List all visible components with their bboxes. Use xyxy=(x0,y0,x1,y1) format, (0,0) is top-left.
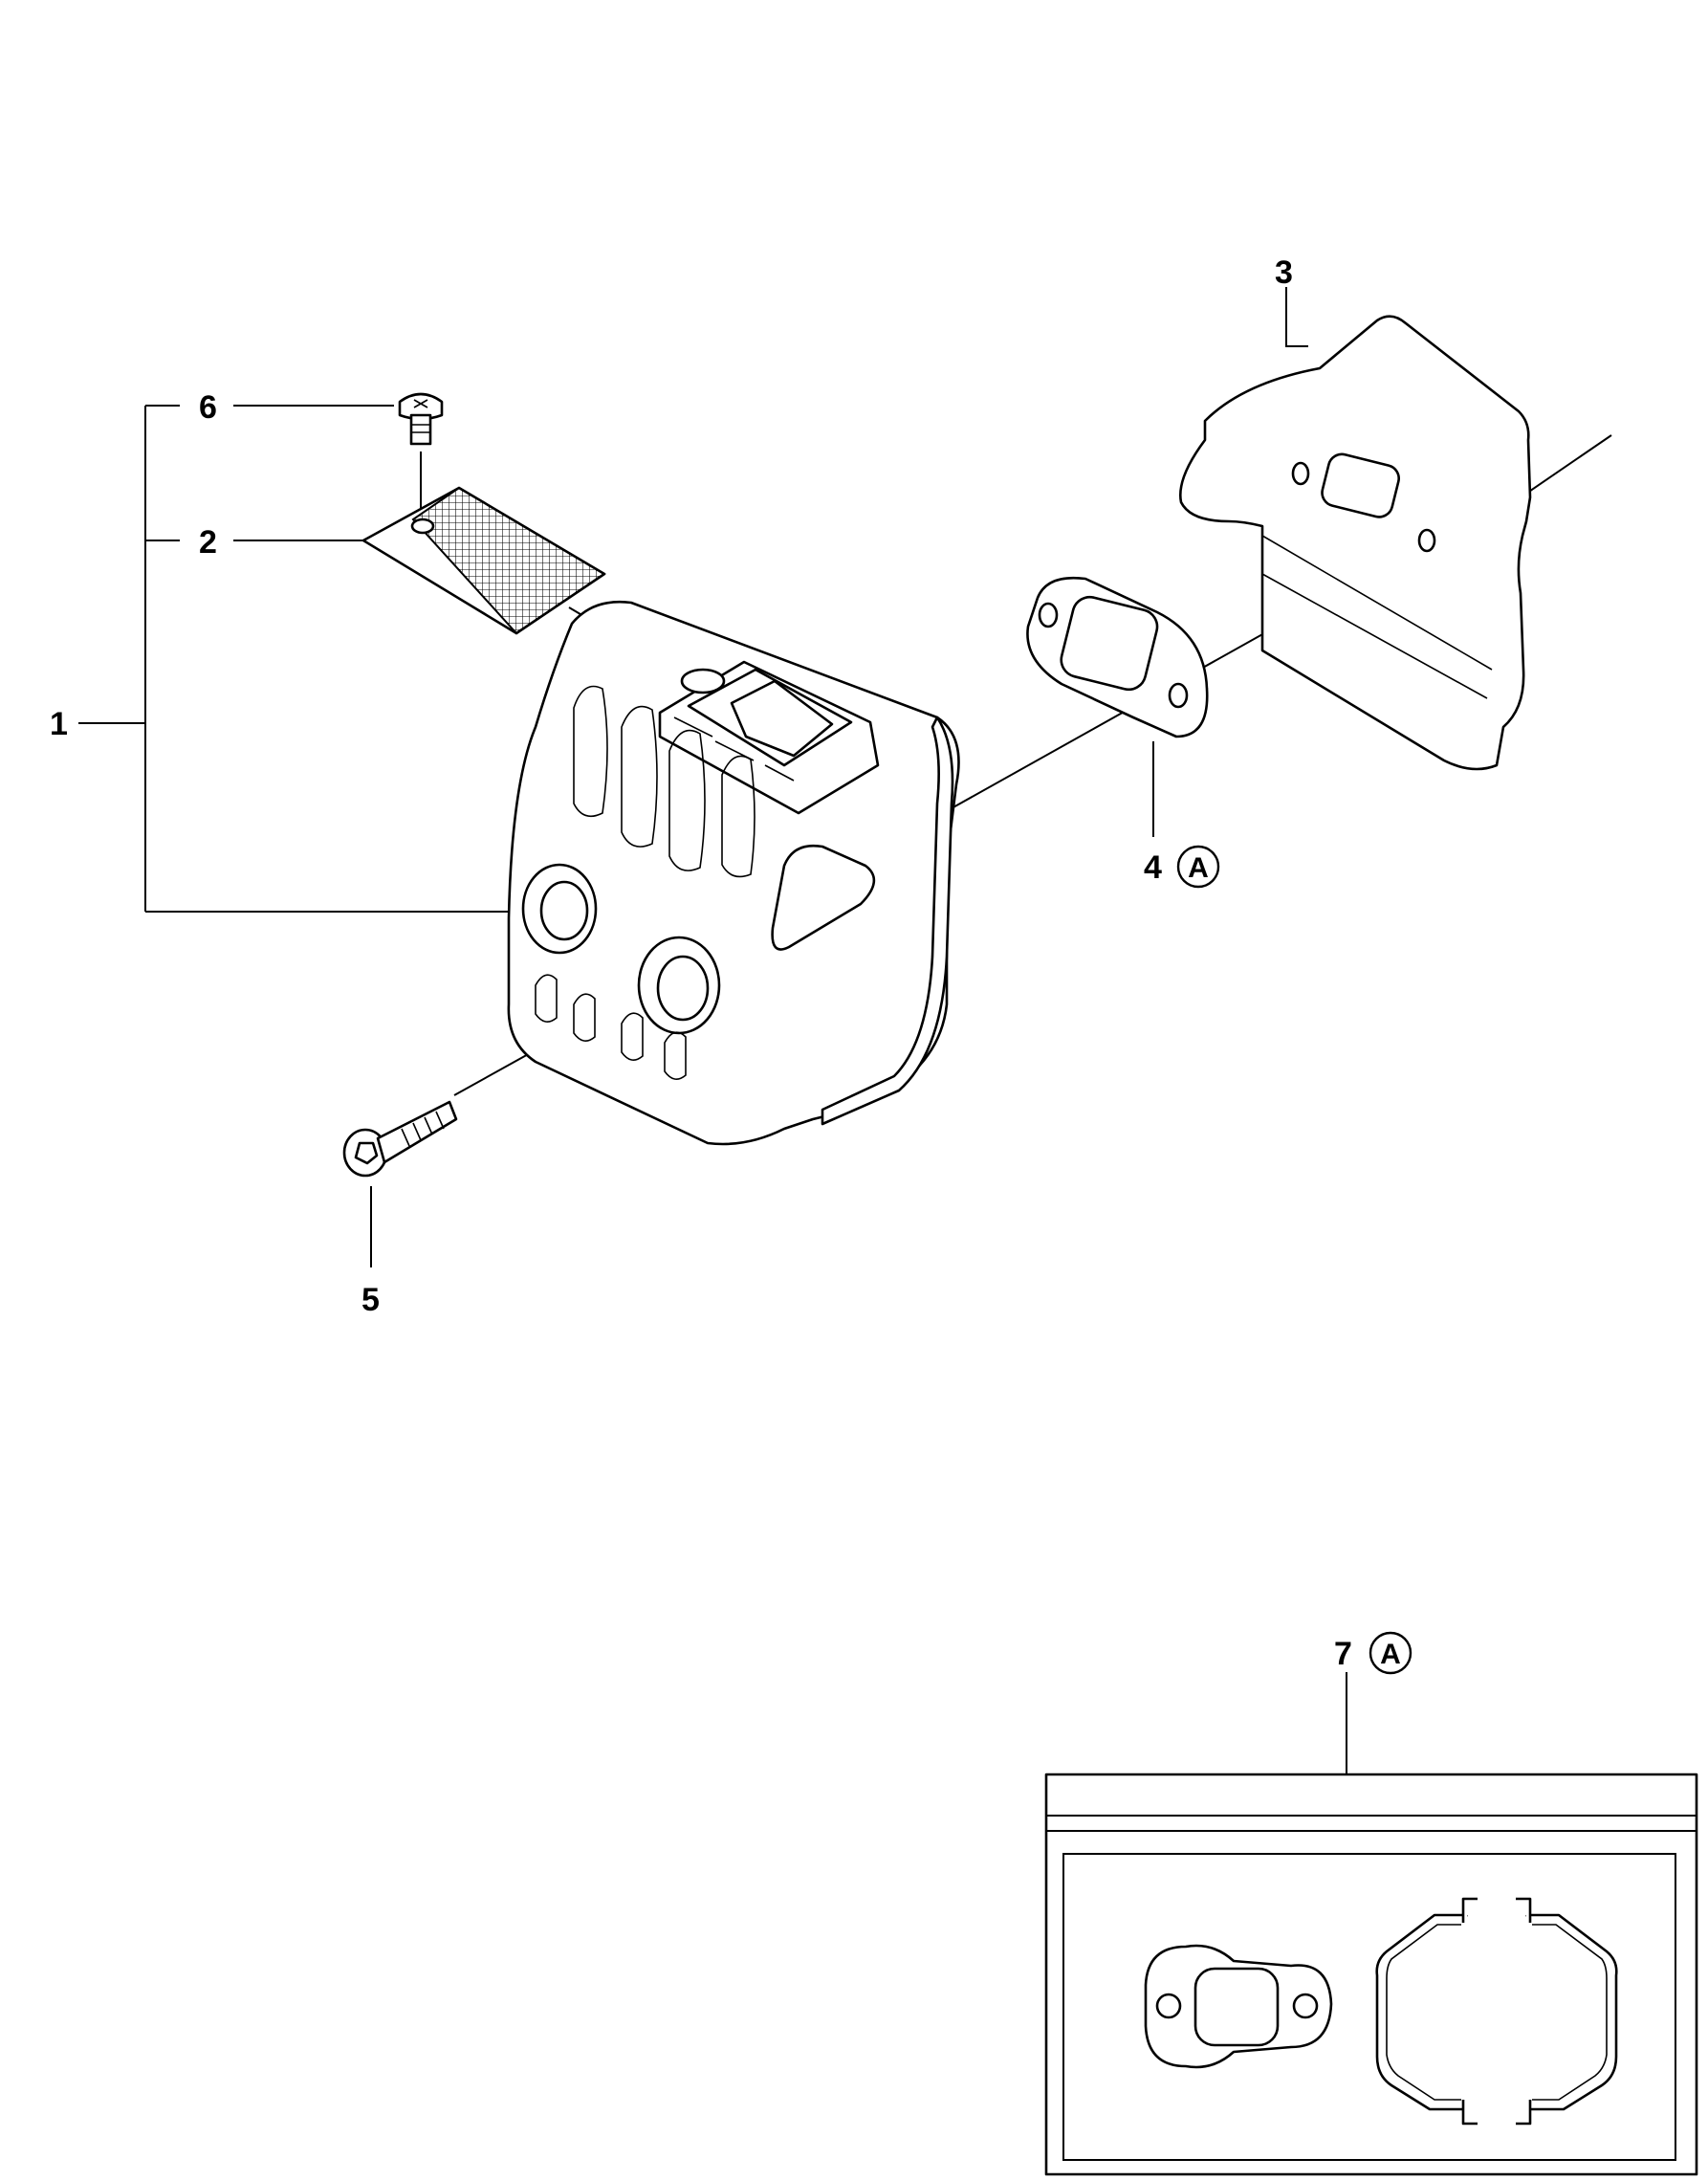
callout-1: 1 xyxy=(50,706,68,742)
callout-2: 2 xyxy=(199,524,217,561)
gasket-kit-icon xyxy=(1044,1773,1698,2176)
kit-marker-4: A xyxy=(1176,845,1220,889)
callout-7: 7 xyxy=(1334,1636,1352,1672)
callout-4: 4 xyxy=(1144,849,1162,886)
screw-icon xyxy=(398,392,444,446)
spark-arrestor-screen-icon xyxy=(361,486,606,635)
kit-marker-7: A xyxy=(1369,1631,1412,1675)
bolt-icon xyxy=(342,1100,458,1178)
callout-5: 5 xyxy=(361,1282,380,1318)
heat-shield-icon xyxy=(1179,315,1532,771)
callout-6: 6 xyxy=(199,389,217,426)
kit-marker-7-letter: A xyxy=(1380,1639,1401,1670)
callout-3: 3 xyxy=(1275,254,1293,291)
gasket-icon xyxy=(1026,576,1209,738)
muffler-icon xyxy=(507,600,960,1146)
callout-labels: 1 2 3 4 5 6 7 xyxy=(50,254,1352,1672)
kit-marker-4-letter: A xyxy=(1188,852,1209,884)
